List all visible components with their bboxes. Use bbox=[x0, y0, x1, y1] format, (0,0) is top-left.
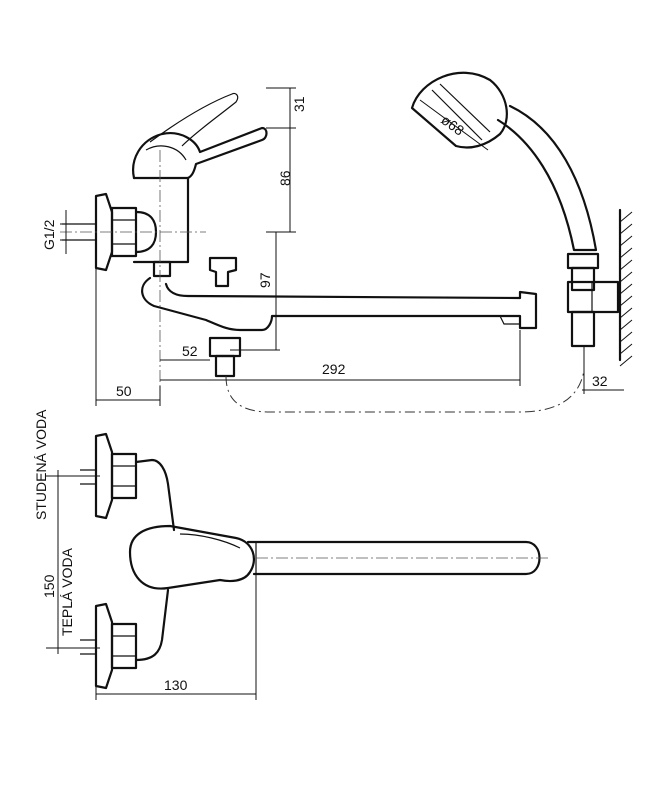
cartridge-cap bbox=[132, 126, 268, 180]
wall-hatch-line bbox=[619, 211, 633, 223]
flange-cold bbox=[94, 432, 114, 520]
label-cold-water: STUDENÁ VODA bbox=[33, 409, 49, 520]
body-front bbox=[134, 458, 176, 662]
shower-head bbox=[410, 71, 508, 149]
hex-nut bbox=[110, 206, 138, 258]
dim-thread: G1/2 bbox=[41, 219, 57, 250]
hose-outlet bbox=[208, 336, 242, 358]
wall-hatch-line bbox=[619, 355, 633, 367]
wall-hatch-line bbox=[619, 235, 633, 247]
wall-hatch-line bbox=[619, 343, 633, 355]
dim-52: 52 bbox=[182, 343, 198, 359]
dim-292: 292 bbox=[322, 361, 346, 377]
dim-32: 32 bbox=[592, 373, 608, 389]
dimensions-front: 150 STUDENÁ VODA TEPLÁ VODA 130 bbox=[33, 409, 257, 700]
dim-150: 150 bbox=[41, 574, 57, 598]
mixer-body bbox=[132, 176, 190, 264]
center-lines-side bbox=[60, 150, 206, 386]
wall-hatch-line bbox=[619, 295, 633, 307]
wall-hatch-line bbox=[619, 331, 633, 343]
hand-shower bbox=[225, 71, 633, 413]
dim-31: 31 bbox=[291, 96, 307, 112]
wall-hatch-line bbox=[619, 319, 633, 331]
lever-raised-outline bbox=[149, 92, 239, 147]
wall-hatch-line bbox=[619, 283, 633, 295]
wall-hatch-line bbox=[619, 307, 633, 319]
dim-97: 97 bbox=[257, 272, 273, 288]
dim-86: 86 bbox=[277, 170, 293, 186]
wall-hatch-line bbox=[619, 223, 633, 235]
side-view bbox=[62, 92, 538, 378]
dim-130: 130 bbox=[164, 677, 188, 693]
wall-hatch-line bbox=[619, 271, 633, 283]
spout-side bbox=[141, 276, 538, 332]
label-hot-water: TEPLÁ VODA bbox=[59, 547, 75, 636]
flange-hot bbox=[94, 602, 114, 690]
hose-path bbox=[225, 346, 585, 413]
diverter-knob bbox=[208, 256, 238, 288]
lever-front bbox=[128, 524, 255, 590]
wall-hatch-line bbox=[619, 259, 633, 271]
dimensions-side: 31 86 G1/2 97 52 292 50 32 ø68 bbox=[41, 87, 624, 406]
shower-handle bbox=[496, 104, 598, 252]
shower-bracket bbox=[566, 280, 620, 314]
wall-hatch bbox=[619, 211, 633, 367]
wall-hatch-line bbox=[619, 247, 633, 259]
front-view bbox=[80, 432, 548, 690]
dim-50: 50 bbox=[116, 383, 132, 399]
